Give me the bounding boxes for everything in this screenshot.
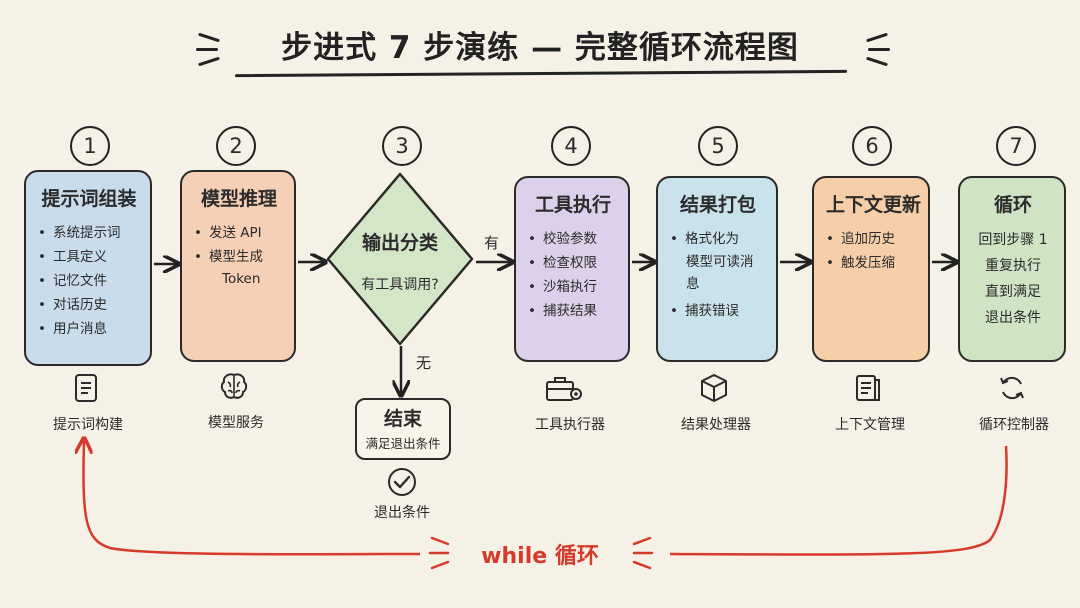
step-line: 重复执行 xyxy=(985,258,1041,274)
title-dash-left xyxy=(196,48,218,51)
step-card-model-inference: 模型推理 发送 API 模型生成 Token xyxy=(180,170,296,362)
decision-question: 有工具调用? xyxy=(361,277,439,293)
step-number-1: 1 xyxy=(70,126,110,166)
step-number-7: 7 xyxy=(996,126,1036,166)
step-title: 工具执行 xyxy=(534,194,611,216)
notes-icon xyxy=(856,375,880,401)
step-item: 校验参数 xyxy=(528,227,618,251)
caption-model-service: 模型服务 xyxy=(208,415,264,431)
toolbox-icon xyxy=(546,377,582,401)
package-icon xyxy=(701,374,727,402)
end-node: 结束 满足退出条件 xyxy=(355,398,451,460)
step-line: 退出条件 xyxy=(985,310,1041,326)
step-item: 对话历史 xyxy=(38,293,140,317)
end-title: 结束 xyxy=(383,408,422,430)
step-item: 系统提示词 xyxy=(38,221,140,245)
check-icon xyxy=(388,468,416,496)
step-title: 结果打包 xyxy=(679,194,756,216)
step-line: 回到步骤 1 xyxy=(978,232,1048,248)
step-number-2: 2 xyxy=(216,126,256,166)
step-item: 用户消息 xyxy=(38,317,140,341)
page-title: 步进式 7 步演练 — 完整循环流程图 xyxy=(281,30,799,66)
step-card-prompt-assembly: 提示词组装 系统提示词 工具定义 记忆文件 对话历史 用户消息 xyxy=(24,170,152,366)
step-title: 模型推理 xyxy=(200,188,277,210)
document-icon xyxy=(75,374,97,402)
loop-label: while 循环 xyxy=(481,544,599,569)
caption-prompt-builder: 提示词构建 xyxy=(53,417,123,433)
decision-title: 输出分类 xyxy=(361,232,438,254)
caption-exit-condition: 退出条件 xyxy=(374,505,430,521)
step-number-3: 3 xyxy=(382,126,422,166)
brain-icon xyxy=(220,373,248,399)
refresh-icon xyxy=(1000,376,1024,400)
step-item: 捕获结果 xyxy=(528,299,618,323)
step-number-4: 4 xyxy=(551,126,591,166)
step-card-result-packaging: 结果打包 格式化为 模型可读消息 捕获错误 xyxy=(656,176,778,362)
branch-label-no: 无 xyxy=(416,354,432,372)
caption-result-processor: 结果处理器 xyxy=(681,417,751,433)
step-title: 循环 xyxy=(993,194,1032,216)
step-line: 直到满足 xyxy=(985,284,1041,300)
step-item-continuation: Token xyxy=(222,271,261,287)
step-card-tool-execution: 工具执行 校验参数 检查权限 沙箱执行 捕获结果 xyxy=(514,176,630,362)
step-item: 触发压缩 xyxy=(826,251,918,275)
step-number-6: 6 xyxy=(852,126,892,166)
step-item: 捕获错误 xyxy=(670,299,766,323)
step-item-continuation: 模型可读消息 xyxy=(686,254,754,292)
loop-back-arrow xyxy=(83,440,1008,570)
step-item: 检查权限 xyxy=(528,251,618,275)
caption-context-manager: 上下文管理 xyxy=(835,417,905,433)
step-item: 沙箱执行 xyxy=(528,275,618,299)
branch-label-yes: 有 xyxy=(484,234,500,252)
step-item: 工具定义 xyxy=(38,245,140,269)
title-dash-right xyxy=(868,48,890,51)
step-number-5: 5 xyxy=(698,126,738,166)
step-item: 格式化为 xyxy=(670,227,766,251)
step-item: 记忆文件 xyxy=(38,269,140,293)
step-title: 上下文更新 xyxy=(826,194,922,216)
end-subtitle: 满足退出条件 xyxy=(365,436,441,451)
step-item: 发送 API xyxy=(194,221,284,245)
decision-diamond xyxy=(326,172,474,346)
step-title: 提示词组装 xyxy=(41,188,137,210)
step-card-context-update: 上下文更新 追加历史 触发压缩 xyxy=(812,176,930,362)
caption-loop-controller: 循环控制器 xyxy=(979,417,1049,433)
step-card-loop: 循环 回到步骤 1 重复执行 直到满足 退出条件 xyxy=(958,176,1066,362)
step-item: 追加历史 xyxy=(826,227,918,251)
caption-tool-executor: 工具执行器 xyxy=(535,417,605,433)
step-item: 模型生成 xyxy=(194,245,284,269)
